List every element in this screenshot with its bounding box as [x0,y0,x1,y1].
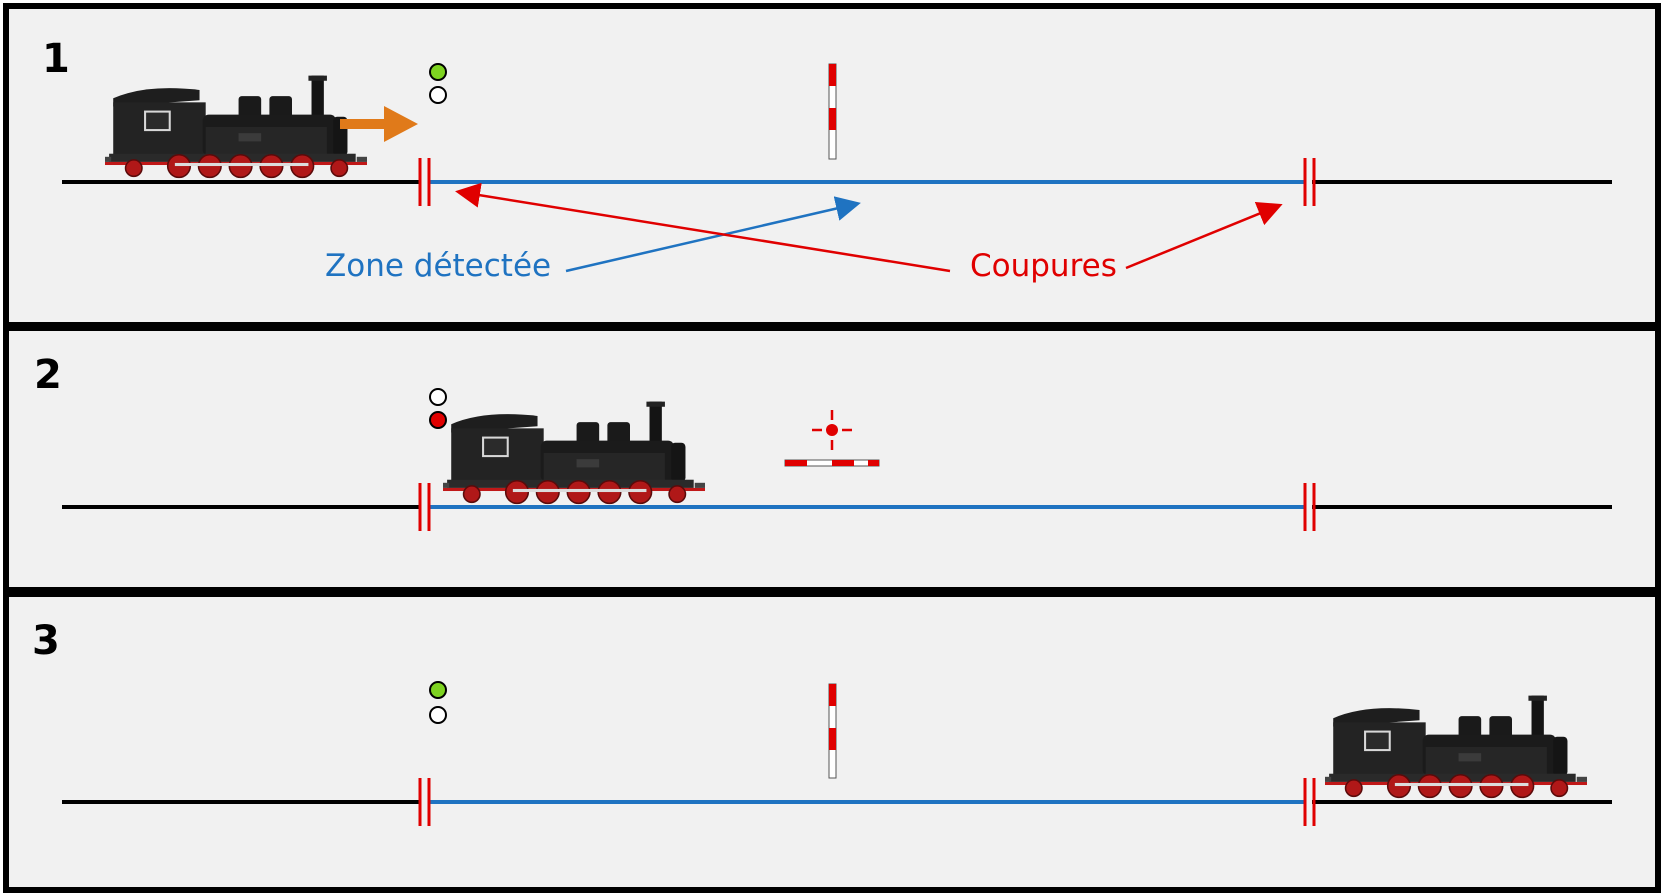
cut-left [418,778,431,826]
detected-zone-pointer [565,196,861,273]
cut-right [1303,483,1316,531]
cut-left [418,483,431,531]
panel-2-number: 2 [34,352,62,398]
cuts-label: Coupures [970,248,1117,284]
level-crossing-barrier-icon [828,683,837,779]
traffic-signal-icon [429,388,447,429]
traffic-signal-icon [429,63,447,104]
cut-right-pointer [1125,201,1283,270]
cut-left [418,158,431,206]
level-crossing-barrier-icon [784,459,880,467]
panel-2-frame [3,325,1661,593]
direction-arrow-icon [340,106,418,142]
panel-2: 2 [3,325,1661,593]
panel-3-number: 3 [32,618,60,664]
cut-left-pointer [455,182,951,273]
warning-light-icon [812,410,852,450]
cut-right [1303,158,1316,206]
detected-zone-label: Zone détectée [325,248,551,284]
level-crossing-barrier-icon [828,63,837,160]
panel-1-number: 1 [42,36,70,82]
panel-1: 1 Zone détectée Coupures [3,3,1661,328]
panel-3: 3 [3,591,1661,893]
traffic-signal-icon [429,681,447,724]
cut-right [1303,778,1316,826]
